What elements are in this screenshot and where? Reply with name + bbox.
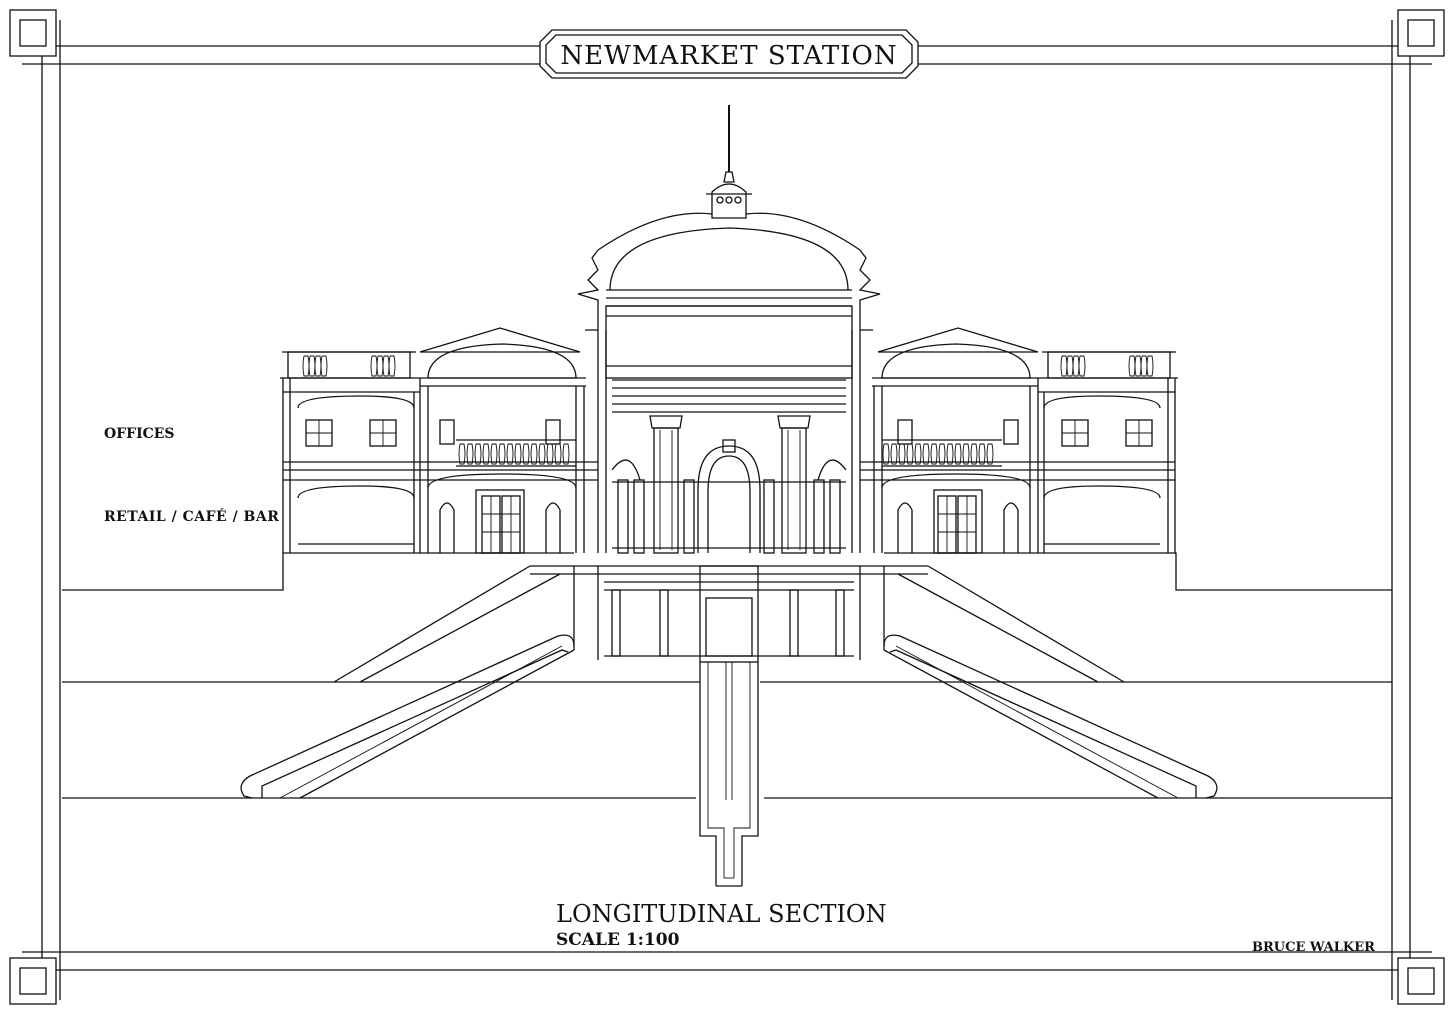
right-escalator	[883, 565, 1218, 799]
baluster	[498, 443, 506, 465]
baluster	[308, 355, 316, 377]
baluster	[922, 443, 930, 465]
balustrades	[302, 355, 1154, 465]
baluster	[546, 443, 554, 465]
baluster	[522, 443, 530, 465]
baluster	[970, 443, 978, 465]
baluster	[538, 443, 546, 465]
baluster	[906, 443, 914, 465]
retail-label: RETAIL / CAFÉ / BAR	[104, 507, 279, 525]
baluster	[954, 443, 962, 465]
baluster	[376, 355, 384, 377]
drawing-title: NEWMARKET STATION	[560, 41, 897, 71]
baluster	[890, 443, 898, 465]
baluster	[1128, 355, 1136, 377]
baluster	[514, 443, 522, 465]
scale-label: SCALE 1:100	[556, 930, 680, 950]
baluster	[530, 443, 538, 465]
baluster	[482, 443, 490, 465]
baluster	[506, 443, 514, 465]
baluster	[1060, 355, 1068, 377]
baluster	[986, 443, 994, 465]
baluster	[882, 443, 890, 465]
baluster	[898, 443, 906, 465]
baluster	[474, 443, 482, 465]
right-wing	[860, 327, 1178, 554]
baluster	[938, 443, 946, 465]
baluster	[962, 443, 970, 465]
baluster	[914, 443, 922, 465]
border-frame	[9, 9, 1445, 1005]
central-dome	[577, 105, 881, 554]
baluster	[554, 443, 562, 465]
baluster	[1078, 355, 1086, 377]
title-cartouche: NEWMARKET STATION	[539, 29, 919, 79]
baluster	[562, 443, 570, 465]
baluster	[1140, 355, 1148, 377]
baluster	[458, 443, 466, 465]
baluster	[1066, 355, 1074, 377]
baluster	[1134, 355, 1142, 377]
baluster	[1146, 355, 1154, 377]
baluster	[466, 443, 474, 465]
baluster	[320, 355, 328, 377]
left-wing	[280, 327, 598, 554]
baluster	[370, 355, 378, 377]
baluster	[1072, 355, 1080, 377]
offices-label: OFFICES	[104, 426, 175, 442]
baluster	[314, 355, 322, 377]
left-escalator	[240, 565, 575, 799]
baluster	[978, 443, 986, 465]
baluster	[382, 355, 390, 377]
baluster	[490, 443, 498, 465]
baluster	[388, 355, 396, 377]
author-name: BRUCE WALKER	[1252, 940, 1375, 955]
baluster	[930, 443, 938, 465]
baluster	[302, 355, 310, 377]
baluster	[946, 443, 954, 465]
underground-concourse	[530, 565, 928, 887]
section-title: LONGITUDINAL SECTION	[556, 900, 887, 928]
